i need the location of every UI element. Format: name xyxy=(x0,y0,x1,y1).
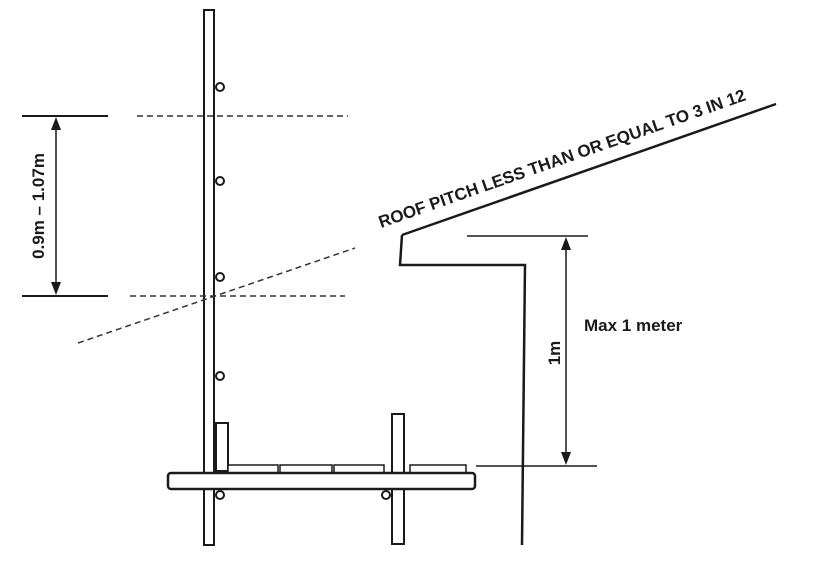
roof-pitch-line xyxy=(401,102,777,237)
arrow-down-icon xyxy=(561,452,571,465)
toe-board xyxy=(215,422,229,472)
coupler xyxy=(215,176,225,186)
coupler xyxy=(215,272,225,282)
coupler xyxy=(215,82,225,92)
guardrail-height-label: 0.9m – 1.07m xyxy=(29,153,48,259)
roof-slope-extension-line xyxy=(77,247,356,344)
arrow-down-icon xyxy=(51,282,61,295)
coupler xyxy=(215,490,225,500)
roof-edge-profile xyxy=(398,234,527,546)
roof-pitch-label: ROOF PITCH LESS THAN OR EQUAL TO 3 IN 12 xyxy=(376,86,748,232)
scaffold-standard xyxy=(203,9,215,546)
max-height-label: Max 1 meter xyxy=(584,316,683,335)
coupler xyxy=(381,490,391,500)
height-dimension-label: 1m xyxy=(545,341,564,366)
arrow-up-icon xyxy=(561,237,571,250)
platform-transom xyxy=(166,471,477,491)
coupler xyxy=(215,371,225,381)
arrow-up-icon xyxy=(51,117,61,130)
